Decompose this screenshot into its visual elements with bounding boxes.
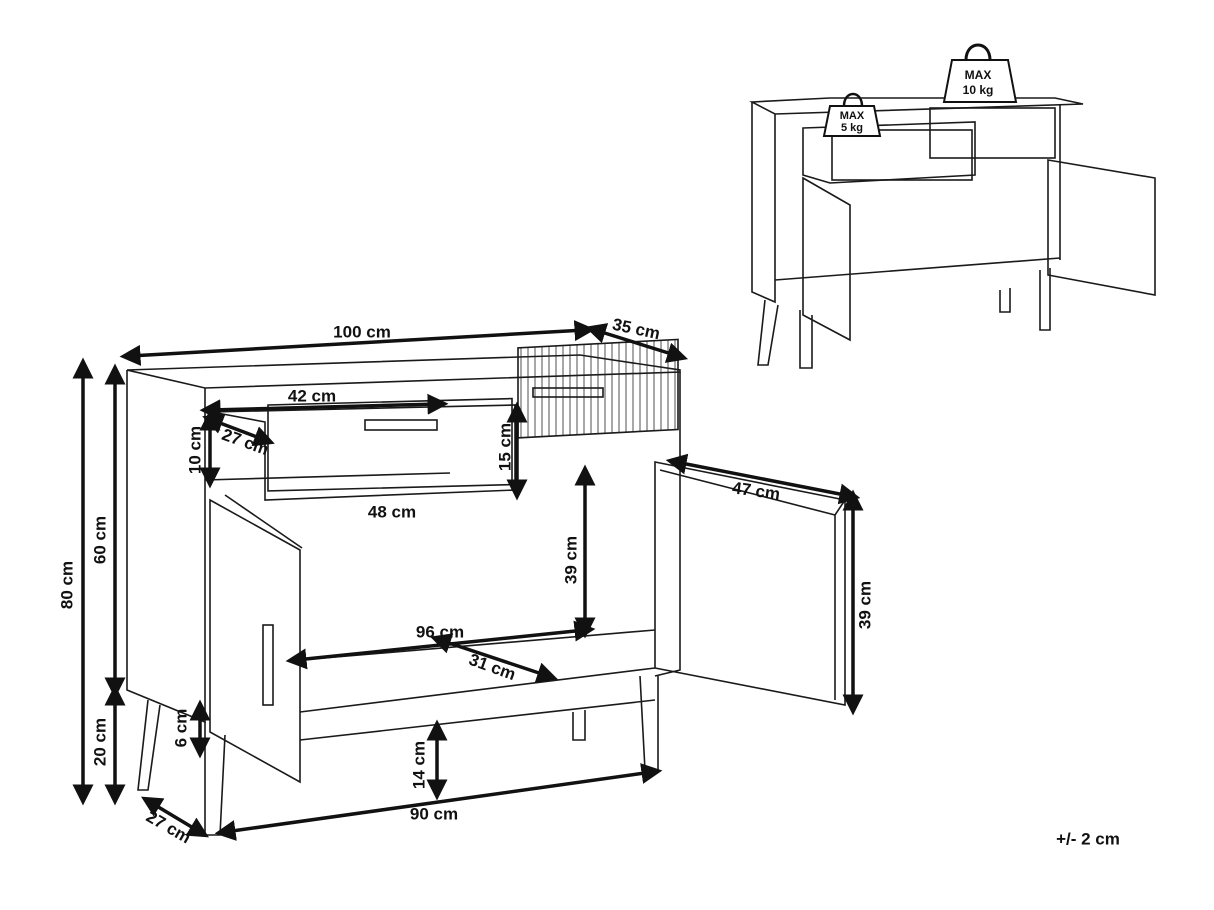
- dim-width-total: 100 cm: [333, 322, 391, 341]
- drawer-load-weight-label: 5 kg: [841, 122, 863, 134]
- dim-height-total: 80 cm: [57, 561, 76, 609]
- reference-perspective-drawing: [749, 43, 1156, 369]
- dim-compartment-depth: 31 cm: [466, 650, 518, 684]
- dim-compartment-height: 39 cm: [561, 536, 580, 584]
- dim-body-height: 60 cm: [90, 516, 109, 564]
- dim-drawer-inner-width: 42 cm: [288, 386, 336, 405]
- dim-drawer-depth: 27 cm: [219, 425, 271, 459]
- top-load-max-label: MAX: [965, 68, 992, 82]
- dim-leg-height: 20 cm: [90, 718, 109, 766]
- dim-base-offset: 6 cm: [171, 709, 190, 748]
- drawer-load-max-label: MAX: [840, 110, 865, 122]
- dim-door-height: 39 cm: [855, 581, 874, 629]
- dim-drawer-front-height: 15 cm: [495, 423, 514, 471]
- dim-drawer-front-width: 48 cm: [368, 502, 416, 521]
- dim-ground-clearance: 14 cm: [409, 741, 428, 789]
- main-cabinet-drawing: [126, 338, 846, 836]
- top-load-weight-label: 10 kg: [963, 83, 994, 97]
- dim-drawer-inner-height: 10 cm: [185, 426, 204, 474]
- dim-compartment-width: 96 cm: [416, 622, 464, 641]
- tolerance-note: +/- 2 cm: [1056, 829, 1120, 848]
- dim-leg-span: 90 cm: [410, 804, 458, 823]
- dimension-arrows: [72, 320, 864, 841]
